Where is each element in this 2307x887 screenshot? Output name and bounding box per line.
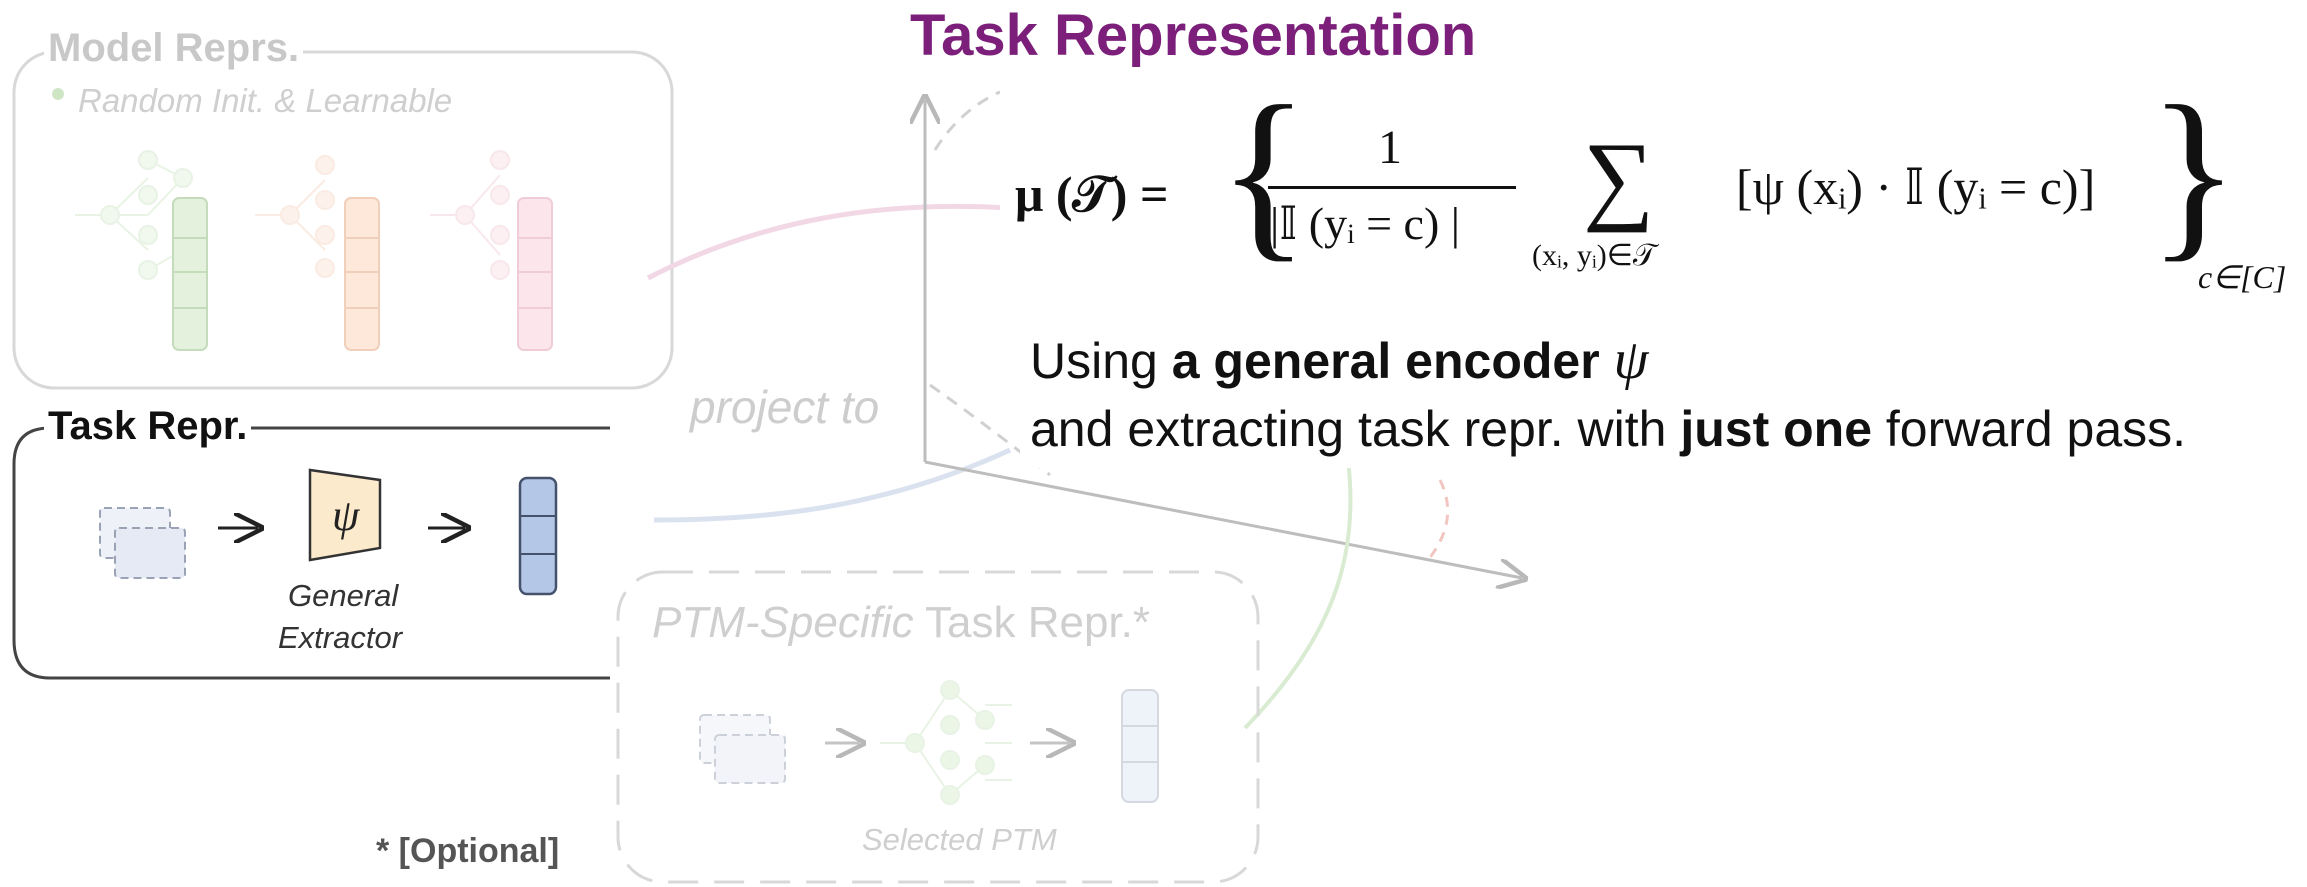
ptm-vector (1121, 689, 1159, 803)
axis-horizontal (924, 460, 1522, 578)
formula-panel (1000, 78, 2307, 318)
task-to-space-connector (653, 447, 1012, 523)
description-line1-bold: a general encoder (1171, 333, 1600, 389)
green-vector (172, 197, 208, 351)
ptm-to-space-connector (1243, 459, 1353, 730)
optional-note: * [Optional] (376, 832, 560, 870)
formula-lhs: μ (𝒯) = (1015, 166, 1169, 222)
bullet-dot (52, 88, 64, 100)
formula-left-brace: { (1218, 68, 1310, 278)
ptm-specific-rest: Task Repr.* (913, 598, 1151, 647)
formula-summand: [ψ (xᵢ) · 𝕀 (yᵢ = c)] (1736, 159, 2096, 215)
red-dashed-arc (1426, 479, 1450, 561)
formula-fraction-bar (1268, 186, 1516, 189)
formula-sum-subscript: (xᵢ, yᵢ)∈𝒯 (1532, 239, 1656, 272)
description-panel (1020, 318, 2307, 468)
model-to-space-connector (646, 203, 1011, 281)
selected-ptm-network (880, 680, 1012, 805)
description-line2-plain-b: forward pass. (1872, 401, 2187, 457)
model-reprs-label: Model Reprs. (44, 26, 304, 71)
description-line1: Using a general encoder ψ (1030, 328, 1648, 392)
general-extractor-shape (308, 468, 382, 562)
description-line2-plain-a: and extracting task repr. with (1030, 401, 1681, 457)
model-reprs-box (12, 50, 674, 390)
extractor-caption-line2: Extractor (278, 620, 403, 655)
dashed-arc (933, 90, 1001, 151)
orange-vector (344, 197, 380, 351)
extractor-symbol: ψ (332, 491, 360, 540)
page-title: Task Representation (910, 3, 1477, 68)
task-repr-box (12, 426, 610, 680)
formula-set-subscript: c∈[C] (2198, 259, 2287, 295)
formula-sum-symbol: ∑ (1583, 122, 1655, 233)
model-network-2 (255, 155, 335, 278)
description-psi-symbol: ψ (1613, 329, 1649, 391)
model-network-3 (430, 150, 510, 280)
pink-vector (517, 197, 553, 351)
ptm-specific-italic: PTM-Specific (652, 598, 914, 647)
ptm-input-images-icon (699, 714, 786, 784)
selected-ptm-caption: Selected PTM (862, 822, 1057, 857)
task-repr-label: Task Repr. (44, 404, 252, 449)
extractor-caption-line1: General (288, 578, 399, 613)
description-line2: and extracting task repr. with just one … (1030, 400, 2186, 458)
project-to-label: project to (690, 381, 880, 433)
description-line2-bold: just one (1680, 401, 1873, 457)
model-reprs-sublabel: Random Init. & Learnable (78, 82, 453, 119)
description-line1-plain: Using (1030, 333, 1172, 389)
task-vector (518, 476, 558, 596)
formula-numerator: 1 (1378, 121, 1402, 174)
input-images-icon (99, 507, 186, 579)
formula-right-brace: } (2148, 68, 2240, 278)
ptm-specific-label: PTM-Specific Task Repr.* (648, 598, 1155, 648)
formula-denominator: |𝕀 (yᵢ = c) | (1270, 198, 1460, 249)
